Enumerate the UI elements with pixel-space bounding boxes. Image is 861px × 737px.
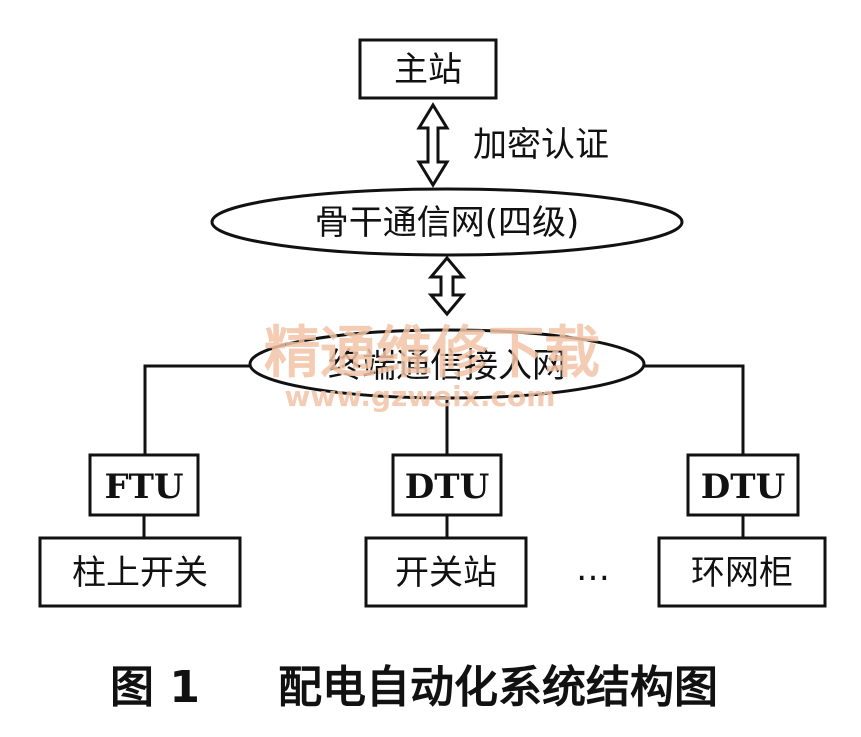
encryption-auth-label: 加密认证 (473, 125, 609, 165)
dtu-box-right (686, 453, 800, 517)
pole-switch-box (38, 536, 242, 608)
figure-title: 配电自动化系统结构图 (278, 662, 718, 713)
double-arrow-middle (427, 255, 467, 317)
backbone-network-label: 骨干通信网(四级) (315, 203, 580, 243)
ring-main-unit-box (657, 536, 827, 608)
switch-station-box (364, 536, 528, 608)
watermark-url: www.gzweix.com (285, 380, 556, 413)
connector-left (143, 364, 250, 455)
terminal-access-network-ellipse (248, 328, 646, 400)
terminal-access-network-label: 终端通信接入网 (328, 346, 566, 386)
ellipsis: … (576, 549, 610, 589)
ftu-box (88, 453, 200, 517)
figure-number: 图 1 (110, 662, 200, 713)
pole-switch-label: 柱上开关 (72, 553, 208, 593)
master-station-box (358, 38, 498, 100)
watermark-cn: 精通维修下载 (264, 321, 600, 386)
ftu-label: FTU (104, 467, 183, 507)
dtu-label-right: DTU (701, 467, 785, 507)
double-arrow-top (416, 102, 450, 188)
dtu-label-center: DTU (405, 467, 489, 507)
switch-station-label: 开关站 (395, 553, 497, 593)
ring-main-unit-label: 环网柜 (691, 553, 793, 593)
backbone-network-ellipse (210, 187, 684, 257)
master-station-label: 主站 (394, 50, 462, 90)
connector-right (642, 364, 745, 455)
